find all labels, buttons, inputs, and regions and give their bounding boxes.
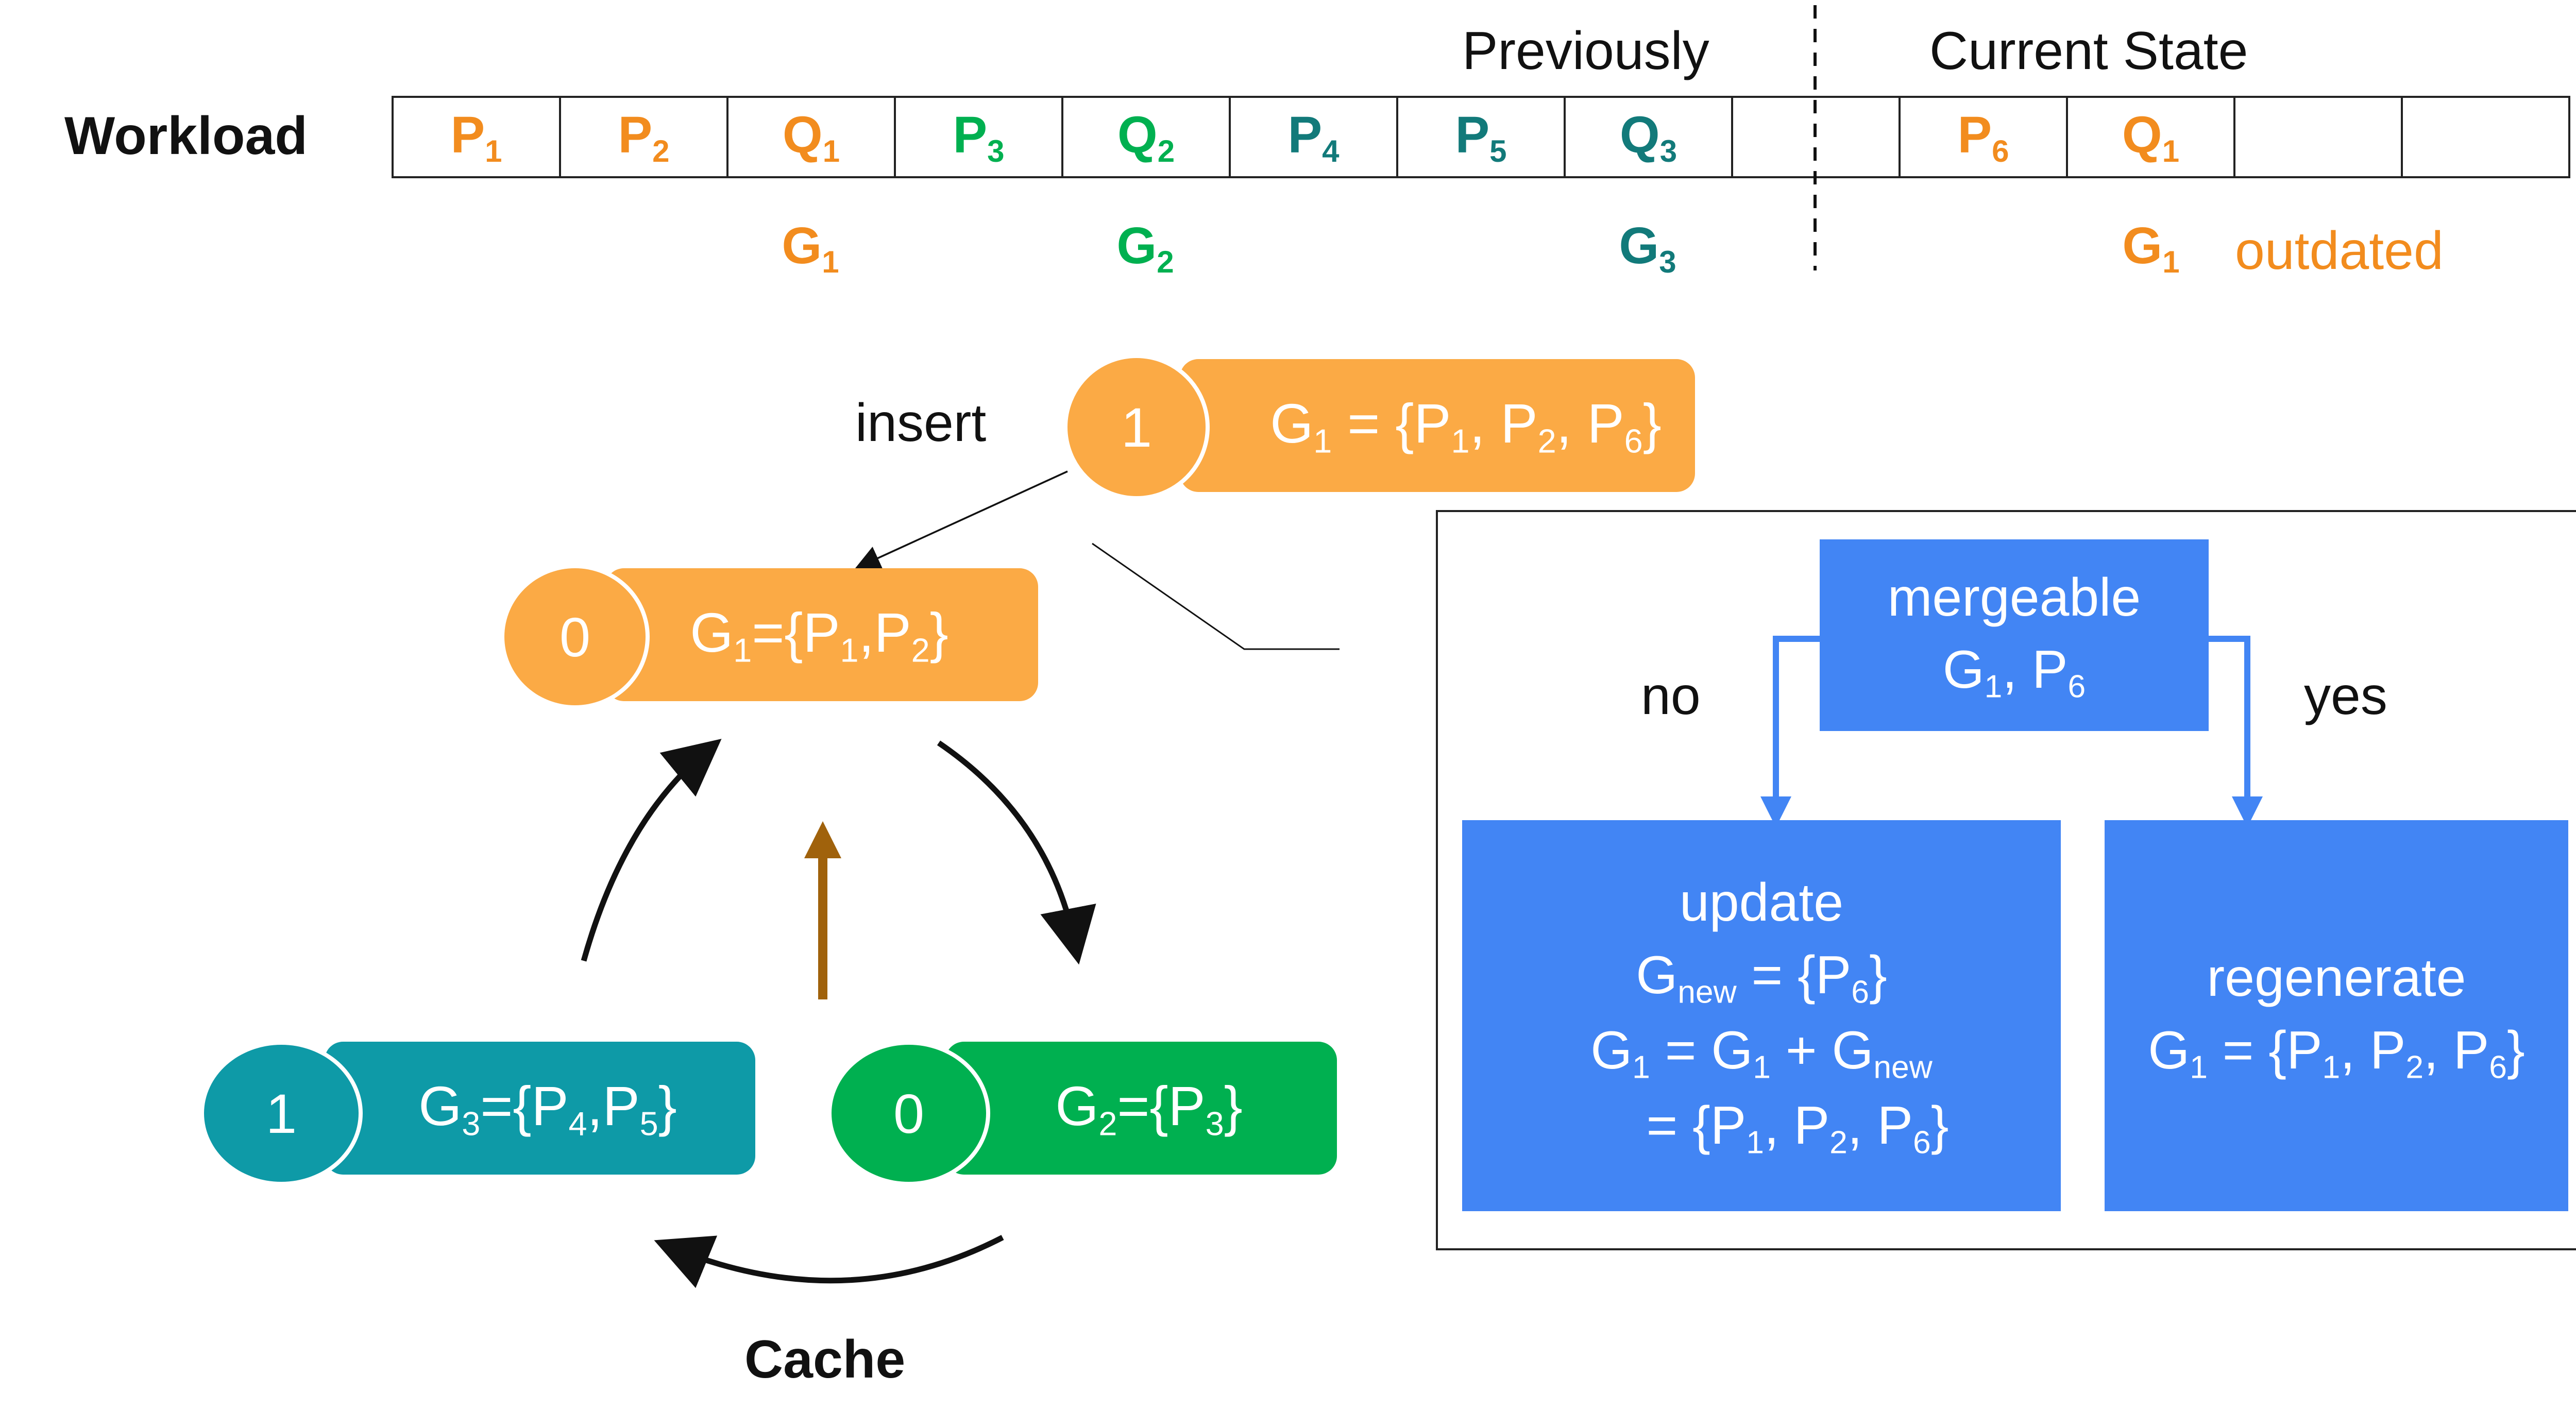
update-line-1: Gnew = {P6} [1636, 945, 1887, 1010]
cache-node-g1-count-circle: 0 [500, 564, 650, 709]
workload-cell: Q1 [2066, 96, 2235, 178]
cache-node-g1-count: 0 [559, 605, 591, 668]
cache-node-g2-count-circle: 0 [827, 1041, 990, 1186]
workload-cell-text: P6 [1957, 106, 2009, 168]
mergeable-box: mergeable G1, P6 [1820, 539, 2209, 731]
cache-node-g1-body: G1={P1,P2} [605, 568, 1038, 701]
cache-node-g3-count: 1 [265, 1082, 297, 1145]
cache-node-g2-count: 0 [893, 1082, 925, 1145]
workload-cell-text: Q3 [1619, 106, 1677, 168]
workload-cell-text: P4 [1287, 106, 1340, 168]
outdated-label: outdated [2235, 221, 2444, 281]
workload-cell [2233, 96, 2403, 178]
previously-label: Previously [1462, 21, 1709, 81]
workload-cell-text: Q2 [1117, 106, 1175, 168]
update-line-2: G1 = G1 + Gnew [1590, 1020, 1933, 1085]
cache-node-g2-body: G2={P3} [945, 1042, 1337, 1175]
group-label: G1 [2122, 217, 2180, 279]
cache-node-g1-text: G1={P1,P2} [690, 601, 948, 669]
cache-node-g3-count-circle: 1 [200, 1041, 363, 1186]
insert-arrow [855, 470, 1068, 570]
workload-cell-text: Q1 [2122, 106, 2180, 168]
mergeable-args: G1, P6 [1942, 640, 2086, 705]
workload-cell: Q1 [726, 96, 896, 178]
regenerate-title: regenerate [2207, 948, 2466, 1008]
mergeable-title: mergeable [1887, 567, 2141, 627]
workload-cell: P3 [894, 96, 1063, 178]
cycle-arrow-top-right [937, 740, 1096, 965]
no-label: no [1641, 666, 1701, 726]
cycle-arrow-bottom [654, 1235, 1004, 1288]
workload-cell: Q2 [1061, 96, 1231, 178]
cycle-arrow-left [581, 739, 722, 962]
insert-label: insert [855, 393, 987, 453]
workload-label: Workload [64, 106, 308, 166]
workload-cell: Q3 [1564, 96, 1733, 178]
cache-node-g3-body: G3={P4,P5} [325, 1042, 755, 1175]
workload-cell-text: P5 [1455, 106, 1507, 168]
yes-label: yes [2304, 666, 2387, 726]
group-label: G2 [1116, 217, 1174, 279]
no-branch-arrow [1760, 636, 1820, 827]
zoom-connector [1092, 542, 1340, 650]
workload-cell-text: Q1 [782, 106, 840, 168]
update-box: update Gnew = {P6} G1 = G1 + Gnew = {P1,… [1462, 820, 2061, 1211]
workload-cell-text: P2 [618, 106, 670, 168]
new-group-node-body: G1 = {P1, P2, P6} [1180, 359, 1695, 492]
update-title: update [1679, 873, 1844, 933]
workload-cell-text: P1 [450, 106, 502, 168]
workload-cell [2401, 96, 2570, 178]
regenerate-line-1: G1 = {P1, P2, P6} [2148, 1020, 2525, 1085]
workload-cell-text: P3 [953, 106, 1005, 168]
update-line-3: = {P1, P2, P6} [1646, 1095, 1949, 1161]
cache-node-g2-text: G2={P3} [1055, 1074, 1243, 1143]
cache-label: Cache [744, 1330, 906, 1389]
decision-panel [1436, 510, 2576, 1250]
group-label: G1 [782, 217, 839, 279]
regenerate-box: regenerate G1 = {P1, P2, P6} [2105, 820, 2568, 1211]
cache-node-g3-text: G3={P4,P5} [418, 1074, 677, 1143]
new-group-count: 1 [1121, 396, 1153, 459]
new-group-node-text: G1 = {P1, P2, P6} [1270, 392, 1662, 460]
new-group-count-circle: 1 [1063, 354, 1210, 500]
current-state-label: Current State [1929, 21, 2248, 81]
group-label: G3 [1619, 217, 1676, 279]
workload-cell: P6 [1899, 96, 2068, 178]
yes-branch-arrow [2209, 636, 2263, 827]
